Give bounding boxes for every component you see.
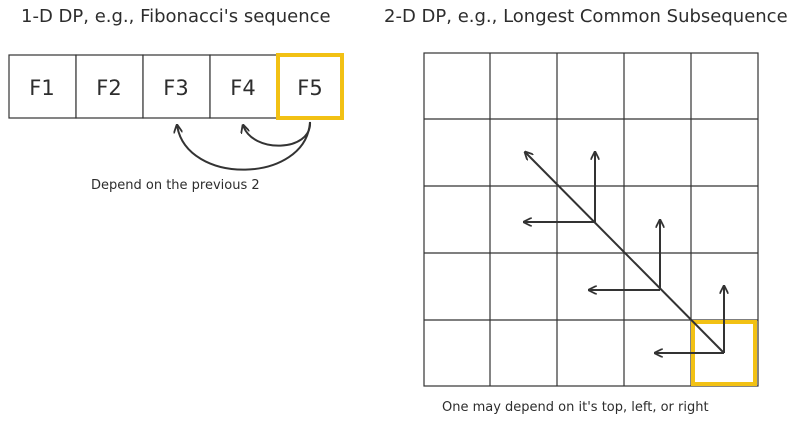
- sequence-cell-f3: [142, 54, 211, 119]
- sequence-cell-f4: [209, 54, 278, 119]
- sequence-label: F2: [96, 76, 121, 100]
- two-d-dp-caption: One may depend on it's top, left, or rig…: [442, 400, 709, 415]
- sequence-cell-f5-highlighted: [276, 53, 344, 120]
- sequence-label: F3: [163, 76, 188, 100]
- grid-arrows: [524, 152, 724, 353]
- two-d-dp-title: 2-D DP, e.g., Longest Common Subsequence: [384, 6, 788, 27]
- sequence-label: F5: [297, 76, 322, 100]
- arrow-diagonal: [525, 152, 725, 354]
- sequence-labels: F1 F2 F3 F4 F5: [29, 76, 322, 100]
- arrow-f5-to-f3: [177, 121, 311, 171]
- one-d-dp-caption: Depend on the previous 2: [91, 178, 260, 193]
- sequence-cells: [8, 53, 344, 120]
- sequence-label: F1: [29, 76, 54, 100]
- sequence-cell-f1: [8, 54, 77, 119]
- sequence-label: F4: [230, 76, 255, 100]
- arrow-f5-to-f4: [243, 121, 312, 147]
- one-d-dp-title: 1-D DP, e.g., Fibonacci's sequence: [21, 6, 331, 27]
